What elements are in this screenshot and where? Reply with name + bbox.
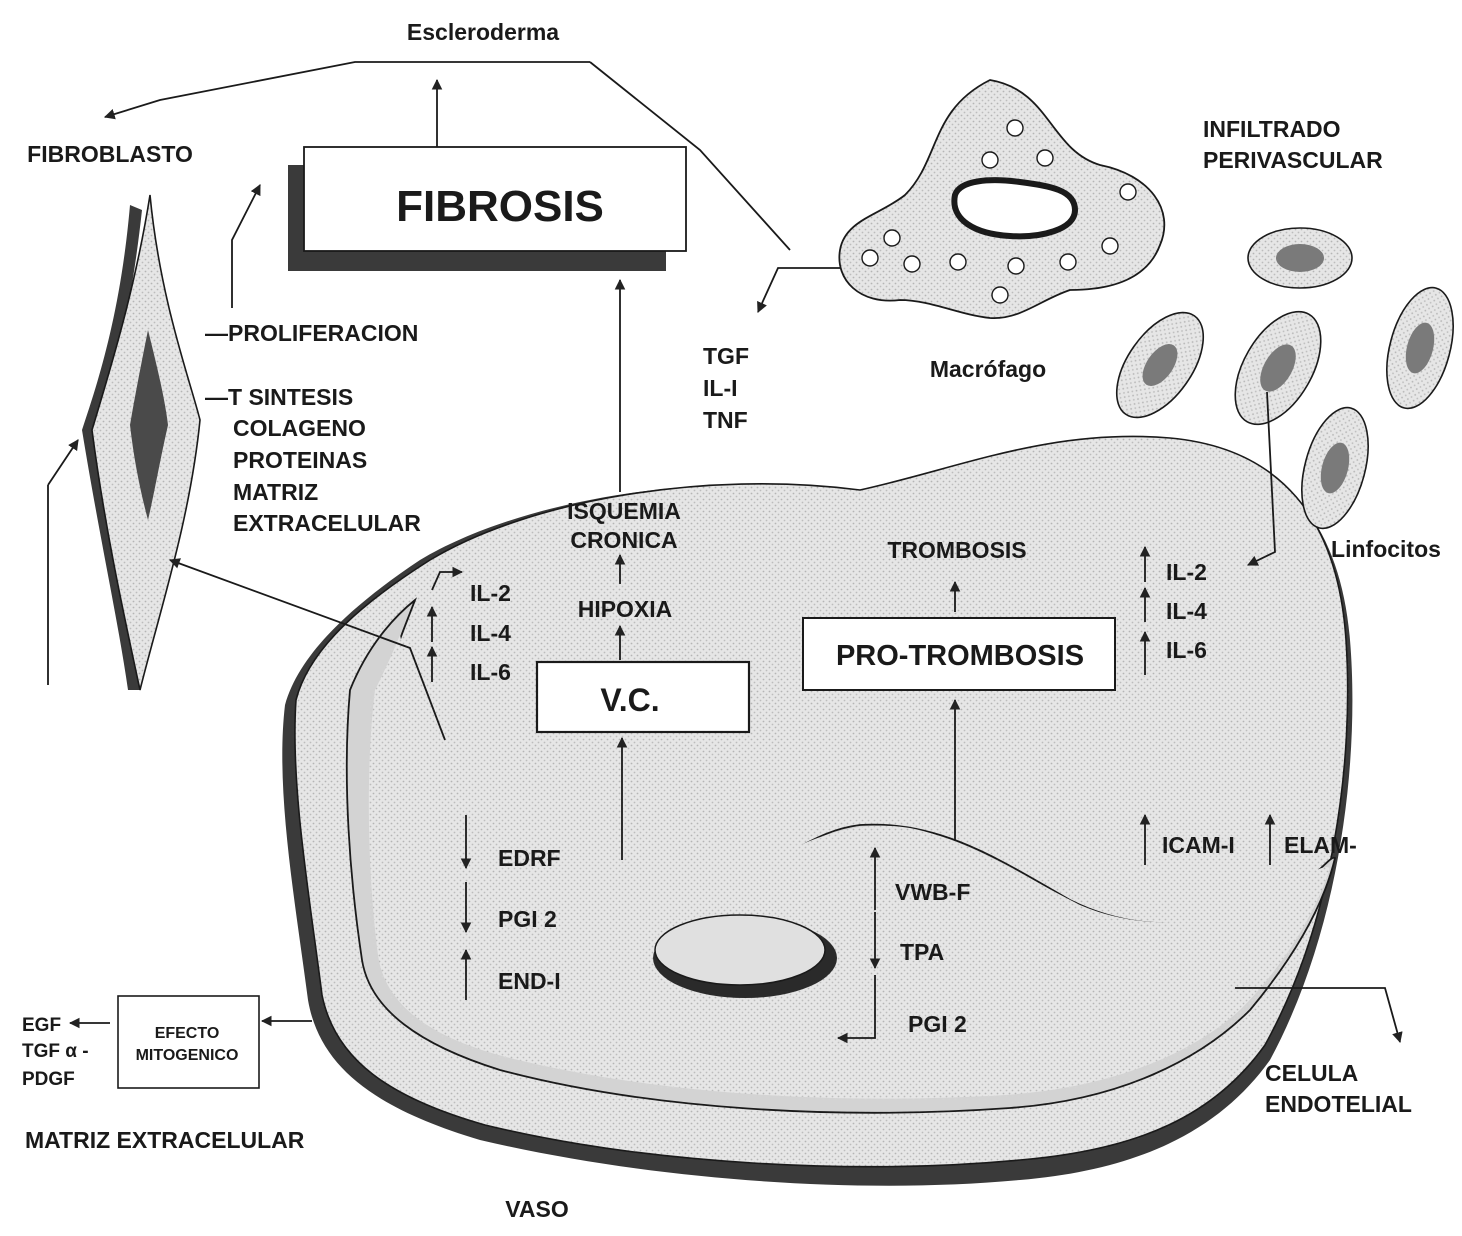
matrix-label: MATRIZ EXTRACELULAR: [25, 1127, 305, 1153]
left-il6: IL-6: [470, 659, 511, 685]
mediator-vwbf: VWB-F: [895, 879, 970, 905]
vessel: [282, 436, 1352, 1185]
factor-tgf-alpha: TGF α -: [22, 1041, 89, 1062]
hipoxia-label: HIPOXIA: [578, 596, 673, 622]
escleroderma-to-fibroblast-line: [105, 62, 590, 117]
infiltrate-label-line1: INFILTRADO: [1203, 116, 1341, 142]
mediator-pgi2-left: PGI 2: [498, 906, 557, 932]
mediator-end1: END-I: [498, 968, 561, 994]
effect-proteinas: PROTEINAS: [233, 447, 367, 473]
right-il2: IL-2: [1166, 559, 1207, 585]
mitogenic-box: EFECTO MITOGENICO: [118, 996, 259, 1088]
factor-pdgf: PDGF: [22, 1069, 75, 1090]
left-il2: IL-2: [470, 580, 511, 606]
right-il6: IL-6: [1166, 637, 1207, 663]
lymphocyte: [1375, 280, 1462, 415]
macrophage-label: Macrófago: [930, 356, 1046, 382]
fibroblast-label: FIBROBLASTO: [27, 141, 193, 167]
macrophage-to-cytokines-arrow: [758, 268, 840, 312]
macrophage-cell: [839, 80, 1164, 318]
vessel-label: VASO: [505, 1196, 568, 1222]
endothelial-nucleus: [655, 915, 825, 985]
mediator-edrf: EDRF: [498, 845, 561, 871]
macrophage-cytokine-tnf: TNF: [703, 407, 748, 433]
effect-extracelular: EXTRACELULAR: [233, 510, 421, 536]
infiltrate-label-line2: PERIVASCULAR: [1203, 147, 1383, 173]
effect-colageno: COLAGENO: [233, 415, 366, 441]
vc-label: V.C.: [600, 682, 659, 718]
mediator-tpa: TPA: [900, 939, 944, 965]
effect-t-sintesis: —T SINTESIS: [205, 384, 353, 410]
fibrosis-label: FIBROSIS: [396, 182, 604, 231]
lymphocytes-label: Linfocitos: [1331, 536, 1441, 562]
lymphocyte: [1099, 297, 1220, 432]
proliferation-to-fibrosis-arrow: [232, 185, 260, 308]
diagram-title: Escleroderma: [407, 19, 559, 45]
macrophage-vacuole: [954, 180, 1075, 236]
fibrosis-box: FIBROSIS: [288, 147, 686, 271]
mitogenic-label-line1: EFECTO: [155, 1025, 220, 1042]
endothelial-label-line2: ENDOTELIAL: [1265, 1091, 1412, 1117]
macrophage-cytokine-tgf: TGF: [703, 343, 749, 369]
left-il4: IL-4: [470, 620, 511, 646]
mediator-pgi2-center: PGI 2: [908, 1011, 967, 1037]
macrophage-cytokine-il1: IL-I: [703, 375, 738, 401]
fibroblast-cell: [82, 195, 200, 690]
fibroblast-stimulus-arrow: [48, 440, 78, 485]
adhesion-icam1: ICAM-I: [1162, 832, 1235, 858]
mitogenic-label-line2: MITOGENICO: [136, 1047, 239, 1064]
factor-egf: EGF: [22, 1015, 61, 1036]
trombosis-label: TROMBOSIS: [887, 537, 1026, 563]
right-il4: IL-4: [1166, 598, 1207, 624]
pro-trombosis-box: PRO-TROMBOSIS: [803, 618, 1115, 690]
isquemia-label-line2: CRONICA: [570, 527, 677, 553]
effect-proliferacion: —PROLIFERACION: [205, 320, 418, 346]
adhesion-elam: ELAM-: [1284, 832, 1357, 858]
endothelial-label-line1: CELULA: [1265, 1060, 1358, 1086]
effect-matriz: MATRIZ: [233, 479, 318, 505]
isquemia-label-line1: ISQUEMIA: [567, 498, 681, 524]
pro-trombosis-label: PRO-TROMBOSIS: [836, 640, 1084, 672]
lymphocyte: [1248, 228, 1352, 288]
lymphocyte: [1218, 297, 1339, 438]
vc-box: V.C.: [537, 662, 749, 732]
